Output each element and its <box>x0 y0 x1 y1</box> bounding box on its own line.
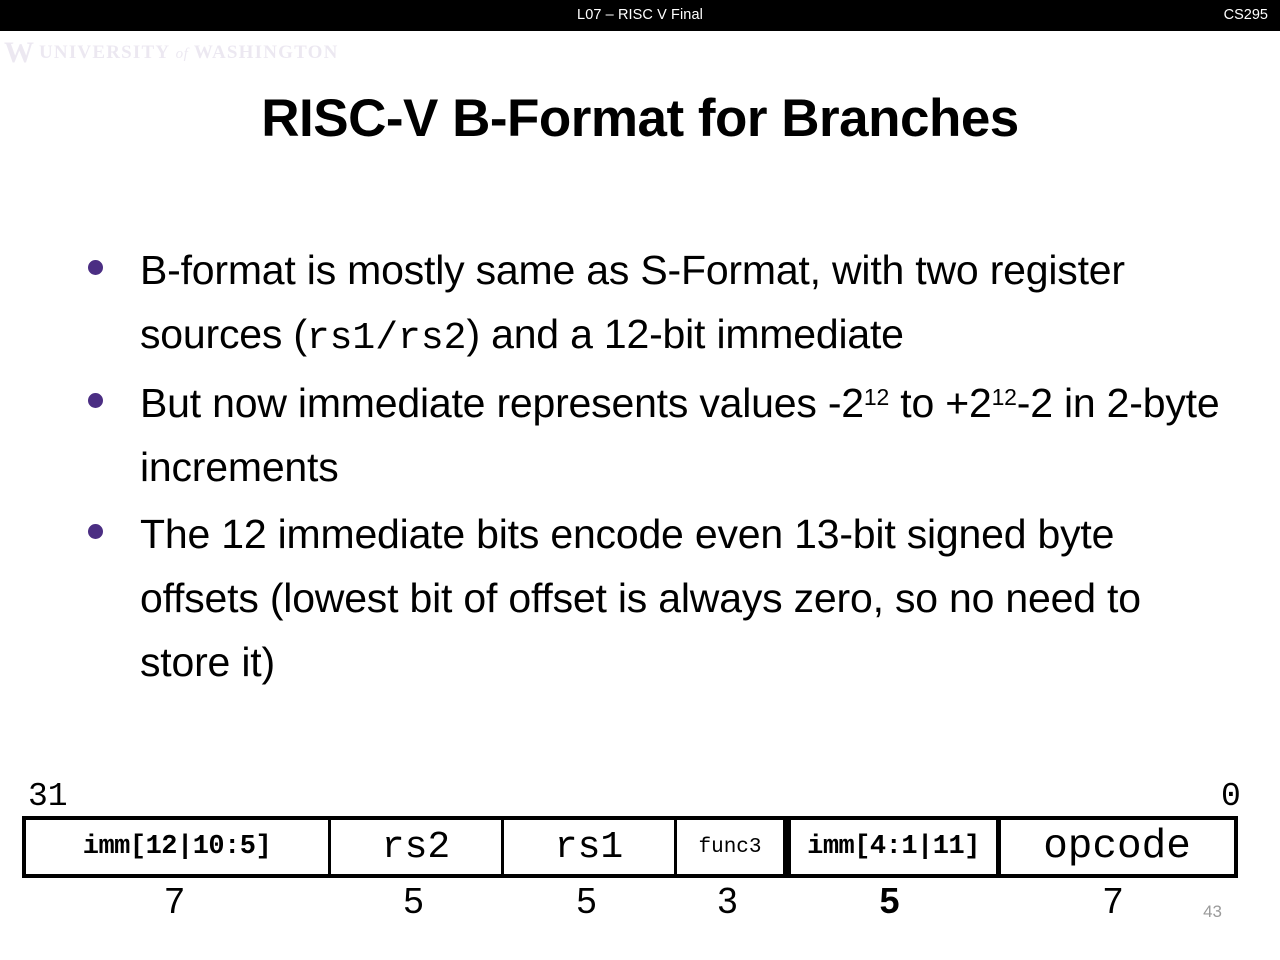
uw-w-mark-icon: W <box>4 36 34 69</box>
bit-index-low: 0 <box>1221 778 1241 815</box>
list-item: But now immediate represents values -212… <box>72 371 1232 500</box>
field-width-rs1: 5 <box>576 880 597 921</box>
uw-logo-washington: WASHINGTON <box>193 42 339 63</box>
inline-code: rs1/rs2 <box>306 317 467 361</box>
list-item: The 12 immediate bits encode even 13-bit… <box>72 502 1232 695</box>
bullet-dot-icon <box>88 260 103 275</box>
bullet-text: But now immediate represents values -212… <box>140 380 1220 491</box>
uw-logo-text: UNIVERSITY of WASHINGTON <box>39 42 339 64</box>
list-item: B-format is mostly same as S-Format, wit… <box>72 238 1232 369</box>
field-imm-low: imm[4:1|11] <box>786 820 1001 874</box>
field-rs2: rs2 <box>331 820 504 874</box>
bullet-dot-icon <box>88 523 103 539</box>
field-width-opcode: 7 <box>1102 880 1124 921</box>
bit-index-high: 31 <box>28 778 68 815</box>
top-bar: L07 – RISC V Final CS295 <box>0 0 1280 31</box>
uw-logo-of: of <box>175 46 189 62</box>
field-width-func3: 3 <box>717 880 738 921</box>
field-width-rs2: 5 <box>403 880 424 921</box>
field-width-imm-high: 7 <box>164 880 185 921</box>
field-imm-high: imm[12|10:5] <box>26 820 331 874</box>
bullet-dot-icon <box>88 393 103 409</box>
bullet-list: B-format is mostly same as S-Format, wit… <box>72 238 1232 697</box>
slide-number: 43 <box>1203 902 1222 921</box>
instruction-field-widths-row: 7 5 5 3 5 7 <box>22 878 1238 928</box>
uw-logo: W UNIVERSITY of WASHINGTON <box>4 38 339 68</box>
bullet-text: B-format is mostly same as S-Format, wit… <box>140 247 1125 361</box>
field-width-imm-low: 5 <box>879 880 900 921</box>
field-func3: func3 <box>677 820 786 874</box>
course-code: CS295 <box>1223 7 1268 23</box>
page-title: RISC-V B-Format for Branches <box>261 89 1019 148</box>
instruction-fields-row: imm[12|10:5] rs2 rs1 func3 imm[4:1|11] o… <box>22 816 1238 878</box>
uw-logo-university: UNIVERSITY <box>39 42 170 63</box>
bullet-text: The 12 immediate bits encode even 13-bit… <box>140 510 1141 686</box>
instruction-format-diagram: 31 0 imm[12|10:5] rs2 rs1 func3 imm[4:1|… <box>22 778 1242 948</box>
lecture-title: L07 – RISC V Final <box>577 7 703 23</box>
superscript: 12 <box>991 384 1017 411</box>
superscript: 12 <box>863 384 890 411</box>
field-opcode: opcode <box>1043 824 1191 870</box>
field-rs1: rs1 <box>504 820 677 874</box>
